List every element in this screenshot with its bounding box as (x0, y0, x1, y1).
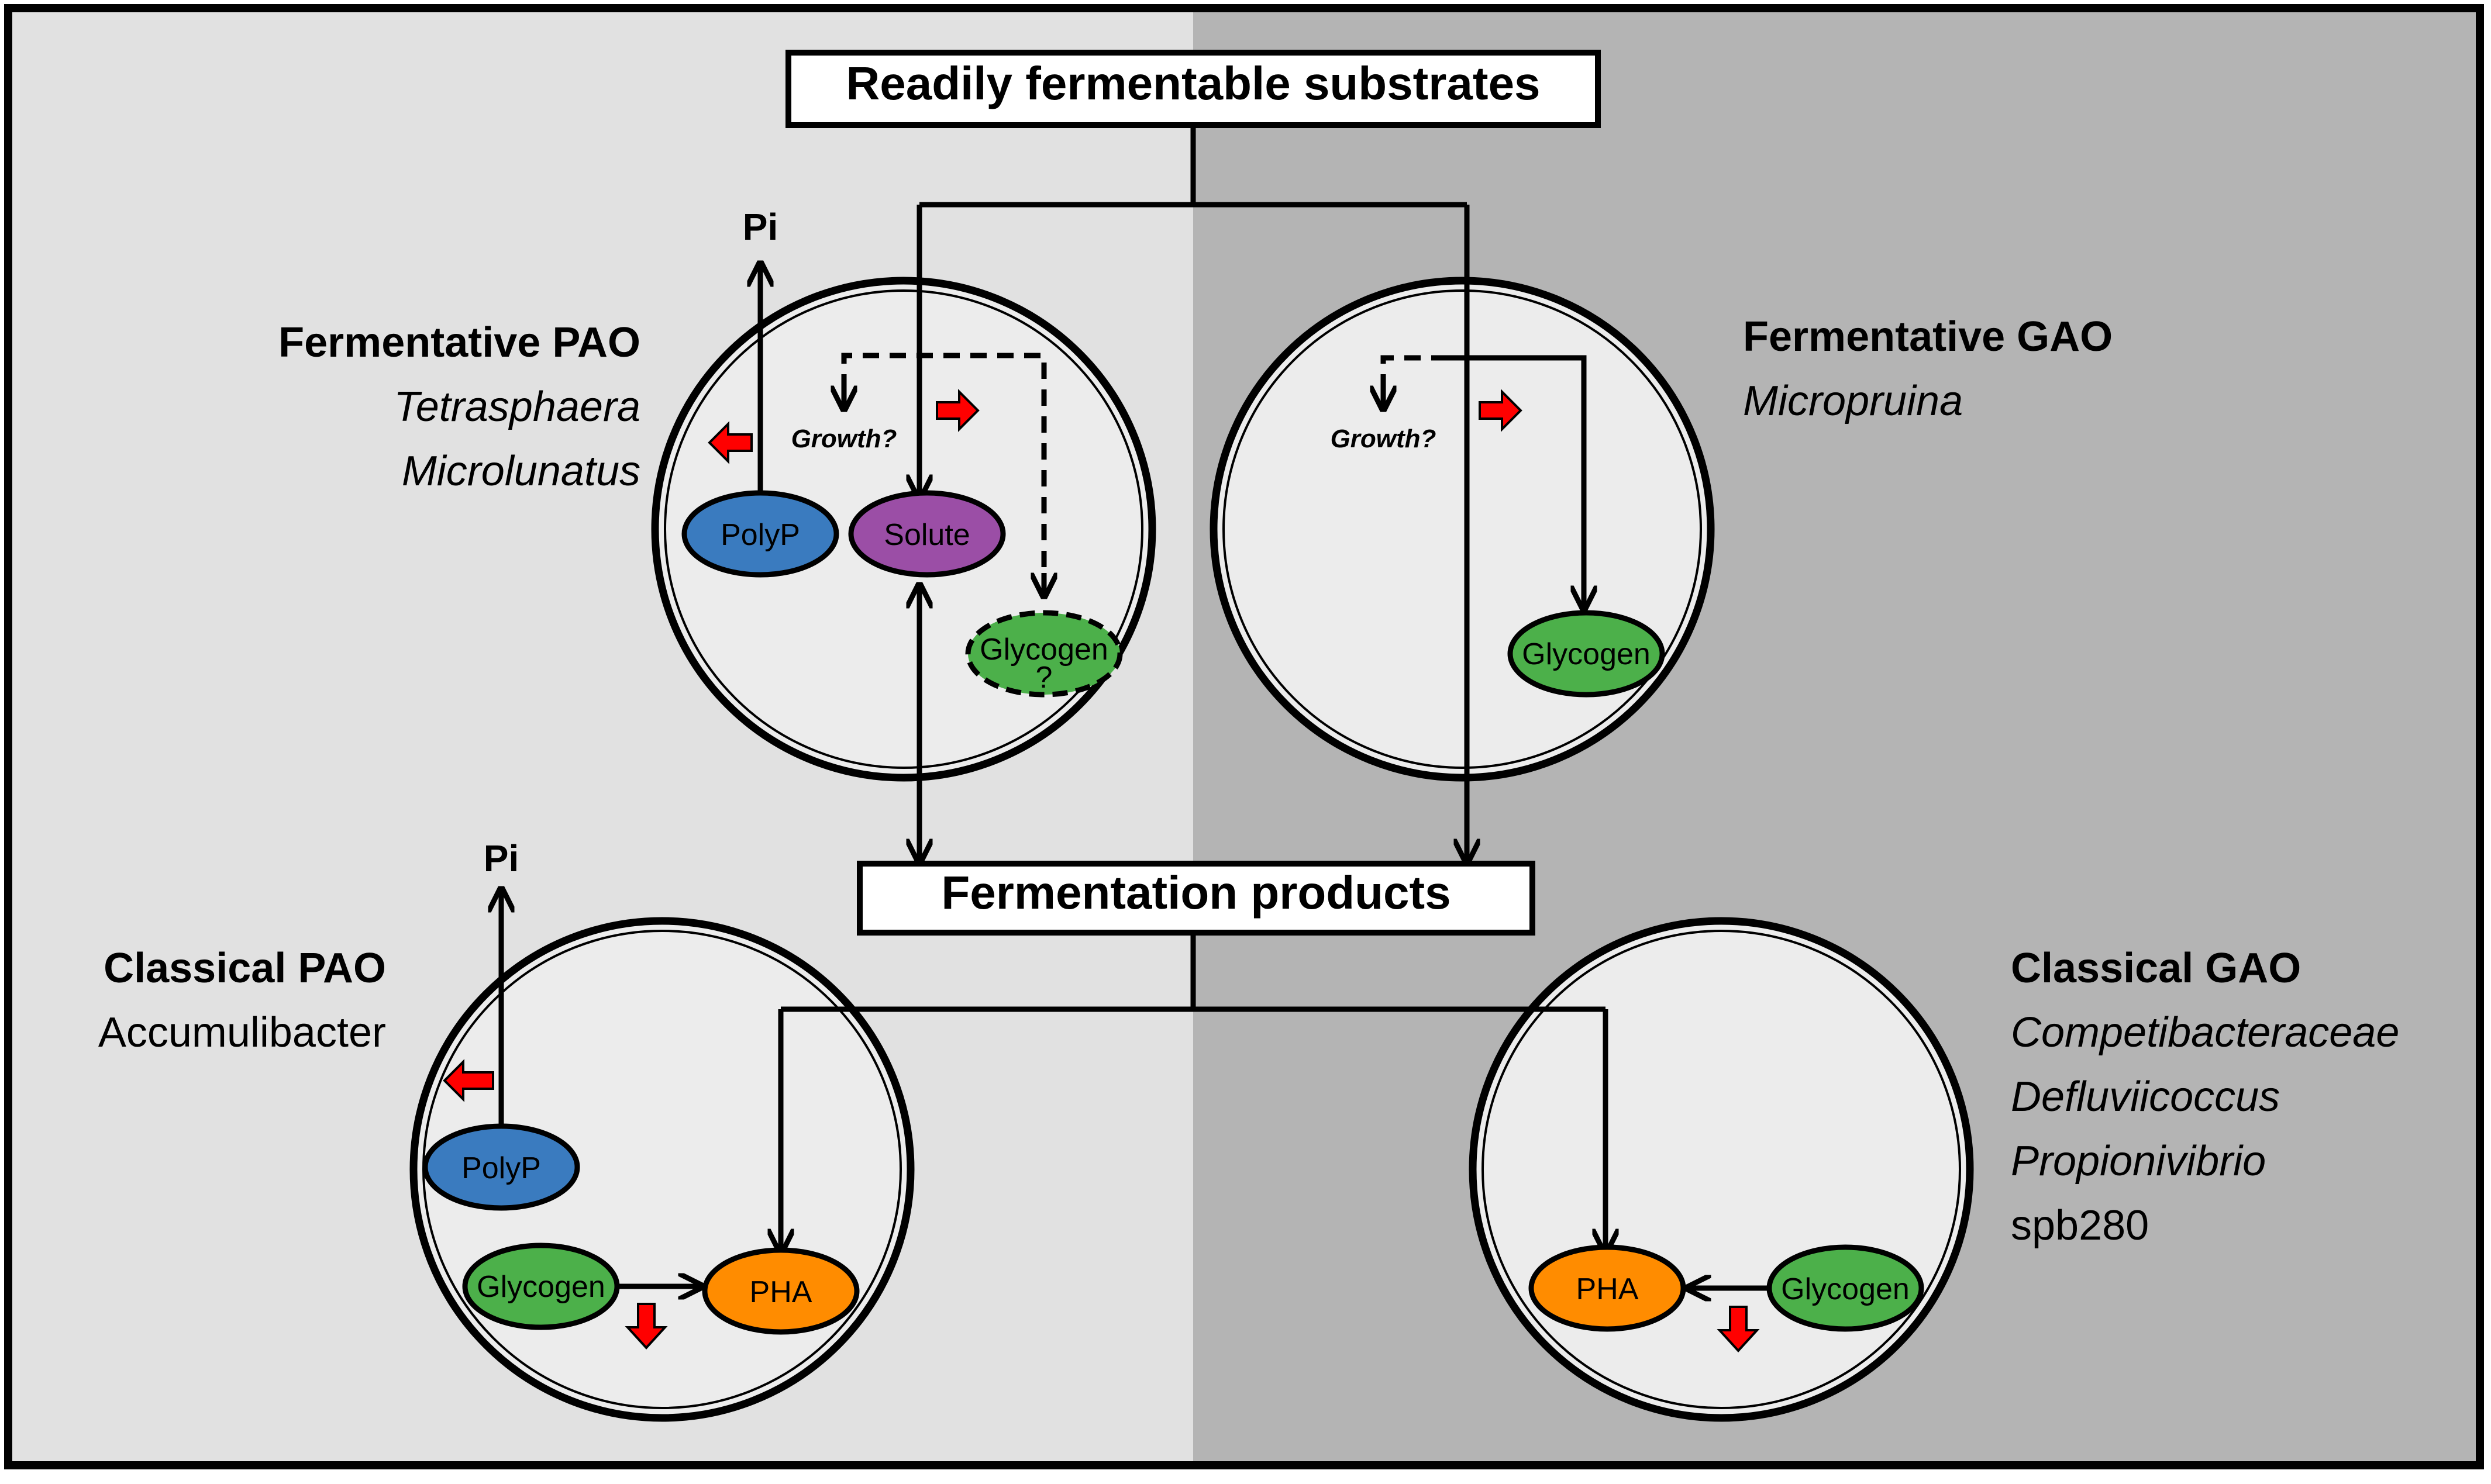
glycogen-label-pao: Glycogen (980, 633, 1108, 667)
classical-gao-organism-2: Defluviicoccus (2011, 1074, 2280, 1120)
pha-node-gao: PHA (1528, 1244, 1686, 1332)
pi-label-top: Pi (743, 206, 778, 248)
connector-gao-to-glycogen (1433, 355, 1584, 609)
red-arrow-left-icon (708, 421, 753, 464)
glycogen-qmark: ? (1036, 661, 1053, 695)
pha-label-pao: PHA (750, 1275, 812, 1309)
top-box-label: Readily fermentable substrates (846, 57, 1540, 109)
classical-gao-title: Classical GAO (2011, 945, 2301, 992)
classical-pao-organism-1: Accumulibacter (98, 1009, 386, 1056)
pha-label-gao: PHA (1576, 1272, 1639, 1306)
glycogen-node-dashed: Glycogen ? (965, 610, 1123, 698)
polyp-node-top: PolyP (681, 490, 839, 578)
fermentative-pao-title: Fermentative PAO (278, 319, 640, 366)
glycogen-node-gao-bottom: Glycogen (1766, 1244, 1924, 1332)
fermentative-gao-organism-1: Micropruina (1743, 378, 1963, 425)
red-arrow-left-icon (443, 1059, 494, 1102)
glycogen-node-gao-top: Glycogen (1507, 610, 1665, 698)
classical-pao-title: Classical PAO (104, 945, 386, 992)
label-fermentative-pao: Fermentative PAO Tetrasphaera Microlunat… (278, 319, 640, 495)
polyp-label-bottom: PolyP (461, 1151, 541, 1185)
classical-gao-organism-4: spb280 (2011, 1202, 2149, 1249)
cell-classical-gao (1469, 917, 1974, 1422)
polyp-label-top: PolyP (721, 518, 800, 552)
solute-node: Solute (848, 490, 1006, 578)
red-arrow-down-icon (625, 1303, 668, 1350)
label-classical-pao: Classical PAO Accumulibacter (98, 945, 386, 1056)
solute-label: Solute (884, 518, 970, 552)
glycogen-label-gao-top: Glycogen (1522, 637, 1651, 671)
red-arrow-right-icon (936, 389, 980, 432)
label-classical-gao: Classical GAO Competibacteraceae Defluvi… (2011, 945, 2399, 1249)
growth-label-gao: Growth? (1331, 425, 1436, 453)
pha-node-pao: PHA (702, 1247, 860, 1335)
outer-frame (4, 4, 2484, 1469)
pi-label-bottom: Pi (484, 837, 519, 879)
fermentative-gao-title: Fermentative GAO (1743, 313, 2113, 360)
glycogen-label-gao-bottom: Glycogen (1781, 1272, 1910, 1306)
top-box: Readily fermentable substrates (785, 50, 1601, 128)
connector-dashed-growth-gao (1380, 355, 1433, 391)
red-arrow-right-icon (1479, 389, 1522, 432)
connector-dashed-growth-pao (841, 353, 1047, 591)
glycogen-node-pao-bottom: Glycogen (462, 1243, 620, 1330)
red-arrow-down-icon (1717, 1306, 1760, 1352)
glycogen-label-pao-bottom: Glycogen (477, 1270, 605, 1304)
growth-label-pao: Growth? (791, 425, 897, 453)
classical-gao-organism-1: Competibacteraceae (2011, 1009, 2399, 1056)
fermentative-pao-organism-2: Microlunatus (402, 448, 640, 495)
fermentative-pao-organism-1: Tetrasphaera (394, 384, 640, 430)
label-fermentative-gao: Fermentative GAO Micropruina (1743, 313, 2113, 425)
middle-box: Fermentation products (857, 861, 1535, 936)
classical-gao-organism-3: Propionivibrio (2011, 1138, 2266, 1185)
polyp-node-bottom: PolyP (422, 1123, 580, 1211)
middle-box-label: Fermentation products (941, 867, 1451, 919)
